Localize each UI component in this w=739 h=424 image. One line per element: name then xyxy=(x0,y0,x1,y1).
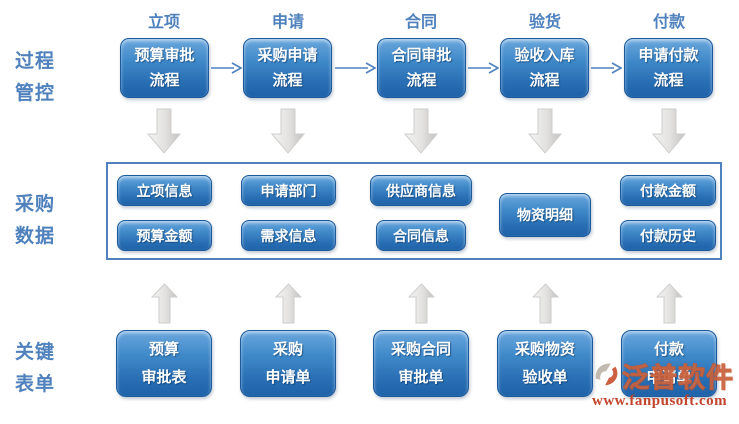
process-box-line: 申请付款 xyxy=(638,47,699,64)
data-box-demand-info: 需求信息 xyxy=(241,220,336,251)
form-box-payment-request-form: 付款 申请单 xyxy=(621,330,717,397)
data-box-payment-history: 付款历史 xyxy=(620,220,716,251)
down-arrow-icon xyxy=(271,108,305,154)
form-box-line: 采购合同 xyxy=(390,340,451,358)
process-box-line: 流程 xyxy=(406,72,437,89)
up-arrow-icon xyxy=(275,283,302,324)
flow-arrow-right-icon xyxy=(468,62,499,74)
process-box-line: 流程 xyxy=(272,72,303,89)
side-label-process-control: 过程 管控 xyxy=(15,46,85,110)
process-box-line: 流程 xyxy=(149,72,180,89)
data-box-budget-amount: 预算金额 xyxy=(117,220,212,251)
down-arrow-icon xyxy=(404,108,438,154)
side-label-line: 管控 xyxy=(15,83,56,104)
stage-label-payment: 付款 xyxy=(652,14,685,31)
side-label-line: 过程 xyxy=(15,51,56,72)
data-box-supplier-info: 供应商信息 xyxy=(370,175,472,206)
side-label-line: 表单 xyxy=(15,374,56,395)
form-box-line: 验收单 xyxy=(522,368,568,386)
form-box-line: 采购 xyxy=(272,340,303,358)
process-box-line: 预算审批 xyxy=(134,47,195,64)
form-box-contract-approval-form: 采购合同 审批单 xyxy=(373,330,469,397)
process-box-receiving-warehousing: 验收入库 流程 xyxy=(500,38,589,98)
side-label-line: 数据 xyxy=(15,226,56,247)
process-box-line: 合同审批 xyxy=(391,47,452,64)
process-box-payment-request: 申请付款 流程 xyxy=(624,38,713,98)
form-box-line: 申请单 xyxy=(265,368,311,386)
up-arrow-icon xyxy=(532,283,559,324)
watermark-brand: 泛普软件 xyxy=(622,362,734,393)
down-arrow-icon xyxy=(652,108,686,154)
form-box-budget-approval-form: 预算 审批表 xyxy=(116,330,212,397)
data-box-project-info: 立项信息 xyxy=(117,175,212,206)
down-arrow-icon xyxy=(147,108,181,154)
side-label-key-forms: 关键 表单 xyxy=(15,337,85,401)
up-arrow-icon xyxy=(408,283,435,324)
stage-label-application: 申请 xyxy=(271,14,304,31)
form-box-line: 审批表 xyxy=(141,368,187,386)
brand-logo-icon xyxy=(595,363,618,386)
up-arrow-icon xyxy=(656,283,683,324)
form-box-purchase-request-form: 采购 申请单 xyxy=(240,330,336,397)
watermark-url: www.fanpusoft.com xyxy=(592,393,728,409)
data-box-payment-amount: 付款金额 xyxy=(620,175,716,206)
process-box-purchase-request: 采购申请 流程 xyxy=(243,38,332,98)
stage-label-inspection: 验货 xyxy=(528,14,561,31)
down-arrow-icon xyxy=(528,108,562,154)
stage-label-initiation: 立项 xyxy=(147,14,180,31)
side-label-procurement-data: 采购 数据 xyxy=(15,189,85,253)
process-box-line: 流程 xyxy=(529,72,560,89)
stage-label-contract: 合同 xyxy=(404,14,437,31)
watermark: 泛普软件 www.fanpusoft.com xyxy=(592,355,738,410)
data-box-request-department: 申请部门 xyxy=(241,175,336,206)
form-box-line: 付款 xyxy=(653,340,684,358)
flow-arrow-right-icon xyxy=(591,62,622,74)
side-label-line: 关键 xyxy=(15,342,56,363)
process-box-budget-approval: 预算审批 流程 xyxy=(120,38,209,98)
side-label-line: 采购 xyxy=(15,194,56,215)
data-box-material-detail: 物资明细 xyxy=(499,193,591,237)
form-box-line: 申请单 xyxy=(646,368,692,386)
form-box-line: 预算 xyxy=(148,340,179,358)
form-box-material-acceptance-form: 采购物资 验收单 xyxy=(497,330,593,397)
process-box-line: 流程 xyxy=(653,72,684,89)
up-arrow-icon xyxy=(151,283,178,324)
data-box-contract-info: 合同信息 xyxy=(376,220,466,251)
flow-arrow-right-icon xyxy=(211,62,242,74)
form-box-line: 采购物资 xyxy=(514,340,575,358)
process-box-contract-approval: 合同审批 流程 xyxy=(377,38,466,98)
process-box-line: 采购申请 xyxy=(257,47,318,64)
form-box-line: 审批单 xyxy=(398,368,444,386)
process-box-line: 验收入库 xyxy=(514,47,575,64)
flow-arrow-right-icon xyxy=(335,62,376,74)
